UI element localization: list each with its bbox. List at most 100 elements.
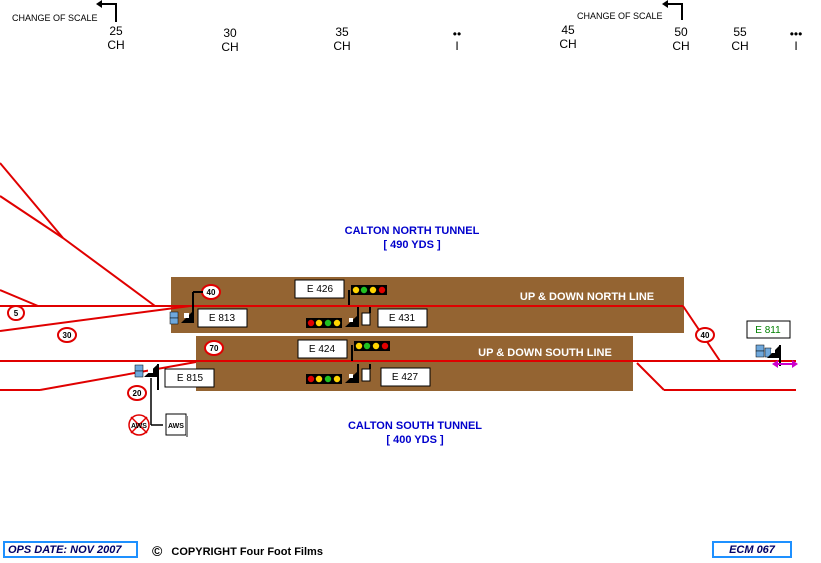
ops-date-box: OPS DATE: NOV 2007 (3, 541, 138, 558)
scale-mark-55-unit: CH (731, 39, 748, 53)
scale-mark-45: 45 (561, 23, 575, 37)
signal-e431-head (306, 318, 342, 328)
signal-e815-plate (164, 368, 215, 388)
track-lower-right-diverge (636, 362, 665, 391)
signal-e427-red-lamp (307, 375, 315, 383)
signal-e811-label: E 811 (755, 325, 781, 336)
signal-e426-plate (294, 279, 345, 299)
track-upper-diverging-2 (0, 195, 64, 239)
milepost-2-dots: •• (453, 27, 461, 41)
signal-e431-green-lamp (324, 319, 332, 327)
signal-e431[interactable]: E 431 (306, 307, 428, 328)
signal-e424-plate (297, 339, 348, 359)
change-of-scale-right-label: CHANGE OF SCALE (577, 11, 663, 21)
scale-mark-55: 55 (733, 25, 747, 39)
signal-e426-yellow-lamp-2 (369, 286, 377, 294)
milepost-3-dots: ••• (790, 27, 803, 41)
signal-e815-tpws-box-icon (134, 370, 144, 378)
signal-e427-yellow-lamp-1 (315, 375, 323, 383)
change-of-scale-right-arrow (666, 3, 683, 20)
signal-e811[interactable]: E 811 (746, 320, 791, 366)
copyright-text: COPYRIGHT Four Foot Films (171, 546, 323, 558)
signal-e431-yellow-lamp-1 (315, 319, 323, 327)
speed-board-20 (127, 385, 147, 401)
speed-restrictions: 5 30 40 70 20 40 (7, 284, 715, 401)
signal-e427[interactable]: E 427 (306, 364, 431, 387)
track-lower-branch (39, 361, 197, 391)
track-upper-diverging-1 (0, 162, 64, 239)
speed-board-5-label: 5 (14, 309, 19, 318)
signal-e815-label: E 815 (177, 373, 204, 384)
speed-board-40-east (695, 327, 715, 343)
change-of-scale-left-arrowhead (96, 0, 102, 8)
signal-e426-head (351, 285, 387, 295)
signal-e426-green-lamp (360, 286, 368, 294)
south-tunnel-name: CALTON SOUTH TUNNEL (348, 420, 482, 432)
signal-e426[interactable]: E 426 (294, 279, 387, 305)
scale-mark-50-unit: CH (672, 39, 689, 53)
speed-board-20-label: 20 (133, 389, 142, 398)
scale-mark-35: 35 (335, 25, 349, 39)
signal-e424-green-lamp (363, 342, 371, 350)
aws-cancelled-cross-2 (130, 416, 148, 434)
ops-date-text: OPS DATE: NOV 2007 (8, 544, 122, 556)
signal-e424-label: E 424 (309, 344, 336, 355)
signal-e815-aws-box-icon (134, 364, 144, 372)
signal-e427-label: E 427 (392, 372, 419, 383)
copyright-notice: © COPYRIGHT Four Foot Films (152, 542, 323, 559)
track-branch-left (0, 289, 39, 307)
signal-e424-yellow-lamp-1 (355, 342, 363, 350)
speed-board-40-east-label: 40 (701, 331, 710, 340)
signal-e427-plate (380, 367, 431, 387)
signal-e813-tpws-box-icon (169, 317, 179, 325)
aws-cancelled-label: AWS (131, 423, 147, 430)
signal-e431-label: E 431 (389, 313, 416, 324)
signal-e811-tpws-box-icon (755, 350, 765, 358)
scale-mark-25-unit: CH (107, 38, 124, 52)
north-tunnel-length: [ 490 YDS ] (383, 239, 441, 251)
trap-point-marker (772, 360, 798, 368)
ecm-box: ECM 067 (712, 541, 792, 558)
signal-e431-plate (377, 308, 428, 328)
scale-mark-35-unit: CH (333, 39, 350, 53)
speed-board-70-label: 70 (210, 344, 219, 353)
signal-e813[interactable]: E 813 (169, 291, 248, 328)
signal-e424[interactable]: E 424 (297, 339, 390, 361)
trap-point-arrow-right-icon (792, 360, 798, 368)
signal-e815-lamp (148, 368, 153, 373)
signal-e815[interactable]: E 815 (134, 364, 215, 426)
signal-e431-lamp (349, 318, 353, 322)
signal-e813-plate (197, 308, 248, 328)
scale-mark-50: 50 (674, 25, 688, 39)
aws-board-shadow (186, 416, 188, 437)
signal-e813-label: E 813 (209, 313, 236, 324)
track-layout (0, 162, 796, 391)
ecm-number: ECM 067 (729, 544, 775, 556)
signal-e424-head (354, 341, 390, 351)
aws-indicators: AWS AWS (128, 413, 188, 437)
scale-mark-25: 25 (109, 24, 123, 38)
signal-e426-label: E 426 (307, 284, 334, 295)
speed-board-40-north-label: 40 (207, 288, 216, 297)
change-of-scale-right-arrowhead (662, 0, 668, 8)
scale-header: CHANGE OF SCALE CHANGE OF SCALE 25 CH 30… (12, 0, 802, 54)
south-tunnel-length: [ 400 YDS ] (386, 434, 444, 446)
speed-board-30 (57, 327, 77, 343)
north-line-label: UP & DOWN NORTH LINE (520, 291, 654, 303)
scale-mark-30-unit: CH (221, 40, 238, 54)
speed-board-30-label: 30 (63, 331, 72, 340)
milepost-2-bar: I (455, 39, 458, 53)
change-of-scale-left-arrow (100, 3, 117, 22)
aws-board-label: AWS (168, 423, 184, 430)
signal-e424-red-lamp (381, 342, 389, 350)
south-line-label: UP & DOWN SOUTH LINE (478, 347, 612, 359)
signal-e427-head (306, 374, 342, 384)
signal-e813-lamp (184, 313, 189, 318)
signal-e426-yellow-lamp-1 (352, 286, 360, 294)
signal-e424-yellow-lamp-2 (372, 342, 380, 350)
milepost-3-bar: I (794, 39, 797, 53)
signal-e427-green-lamp (324, 375, 332, 383)
signal-e426-red-lamp (378, 286, 386, 294)
signal-e427-indicator (361, 368, 371, 382)
